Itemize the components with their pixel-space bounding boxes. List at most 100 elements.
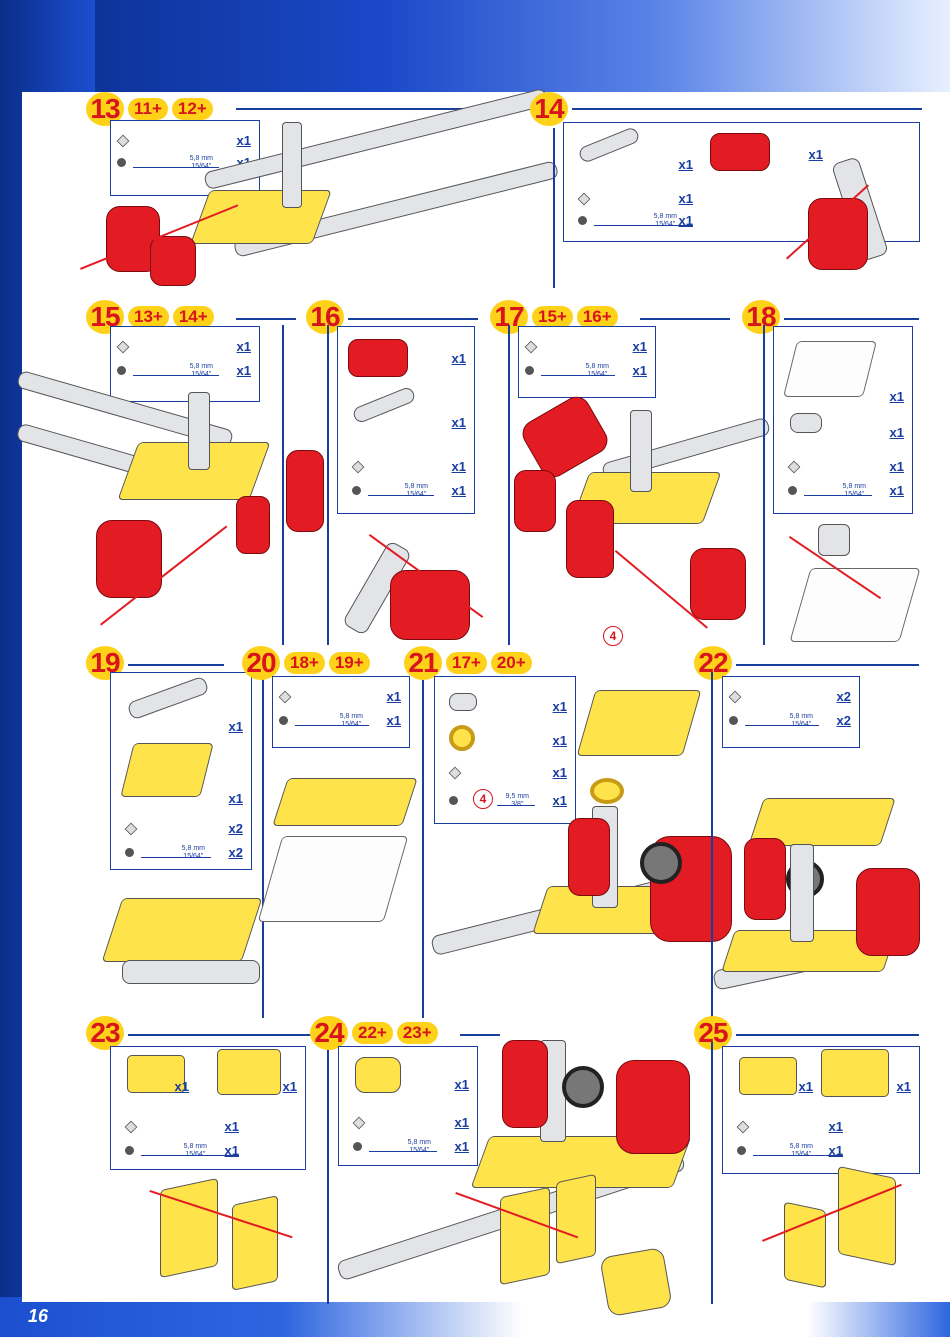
part-row: x1: [344, 459, 468, 477]
step-header: 18: [742, 300, 780, 334]
step-divider-vertical: [508, 325, 510, 645]
step-ref: 14+: [172, 306, 214, 328]
step-header: 24 22+ 23+: [310, 1016, 438, 1050]
screw-icon: [117, 366, 126, 375]
part-row: x1: [117, 743, 245, 809]
step-number: 14: [530, 92, 568, 126]
part-row: x1: [117, 1049, 299, 1097]
part-row: x1: [116, 133, 253, 151]
step-header: 21 17+ 20+: [404, 646, 532, 680]
white-plate-icon: [783, 341, 877, 397]
step-divider: [784, 318, 919, 320]
part-qty: x1: [228, 791, 243, 806]
part-qty: x2: [228, 821, 243, 836]
step-divider: [348, 318, 478, 320]
part-qty: x1: [798, 1079, 813, 1094]
step-divider: [128, 664, 224, 666]
part-qty: x1: [386, 689, 401, 704]
step-ref: 19+: [328, 652, 370, 674]
step-divider: [572, 108, 922, 110]
measure-line: [594, 225, 693, 226]
part-qty: x1: [386, 713, 401, 728]
step-number: 22: [694, 646, 732, 680]
page-number: 16: [28, 1306, 49, 1326]
square-nut-icon: [577, 192, 591, 206]
part-qty: x1: [632, 363, 647, 378]
part-row: x1: [729, 1049, 913, 1097]
angle-bracket: [790, 844, 814, 942]
part-qty: x1: [828, 1143, 843, 1158]
red-triangle-plate: [808, 198, 868, 270]
step-number: 18: [742, 300, 780, 334]
part-qty: x1: [552, 699, 567, 714]
step-ref: 23+: [396, 1022, 438, 1044]
part-qty: x1: [889, 483, 904, 498]
measure-line: [745, 725, 819, 726]
step-divider-vertical: [422, 672, 424, 1018]
screw-icon: [352, 486, 361, 495]
step-header: 14: [530, 92, 568, 126]
yellow-plate: [556, 1173, 596, 1265]
red-triangle-plate: [286, 450, 324, 532]
yellow-plate-icon: [217, 1049, 281, 1095]
part-row: x1: [570, 125, 913, 175]
part-qty: x1: [451, 351, 466, 366]
part-qty: x2: [228, 845, 243, 860]
part-qty: x1: [224, 1143, 239, 1158]
part-row: x1: [345, 1115, 471, 1133]
angle-bracket: [282, 122, 302, 208]
part-qty: x1: [454, 1115, 469, 1130]
step-divider-vertical: [262, 672, 264, 1018]
part-qty: x1: [678, 157, 693, 172]
red-triangle-icon: [710, 133, 770, 171]
part-row: x1: [780, 341, 906, 407]
white-plate: [257, 836, 409, 922]
red-triangle-plate: [96, 520, 162, 598]
part-qty: x1: [451, 483, 466, 498]
part-row: x1: [780, 413, 906, 443]
bracket: [818, 524, 850, 556]
measure-line: [368, 495, 434, 496]
step-divider-vertical: [327, 1042, 329, 1304]
measure-line: [804, 495, 872, 496]
angle-girder-icon: [126, 675, 210, 721]
yellow-plate-icon: [127, 1055, 185, 1093]
measure-line: [141, 857, 211, 858]
angle-girder: [122, 960, 260, 984]
part-row: x1: [570, 133, 913, 171]
part-row: x1: [117, 1119, 299, 1137]
screw-icon: [117, 158, 126, 167]
part-row: x1: [117, 1079, 299, 1097]
bottom-blue-band: [0, 1297, 950, 1337]
measure-line: [497, 805, 535, 806]
step-ref: 16+: [576, 306, 618, 328]
part-qty: x1: [282, 1079, 297, 1094]
part-qty: x1: [678, 191, 693, 206]
step-divider-vertical: [711, 672, 713, 1018]
step-header: 20 18+ 19+: [242, 646, 370, 680]
angle-bracket: [630, 410, 652, 492]
part-qty: x1: [552, 765, 567, 780]
screw-icon: [279, 716, 288, 725]
part-qty: x1: [828, 1119, 843, 1134]
step-divider: [736, 664, 919, 666]
part-qty: x1: [454, 1139, 469, 1154]
step-divider: [128, 1034, 318, 1036]
measure-line: [541, 375, 615, 376]
part-row: x1: [780, 459, 906, 477]
screw-icon: [788, 486, 797, 495]
part-row: x1: [524, 339, 649, 357]
